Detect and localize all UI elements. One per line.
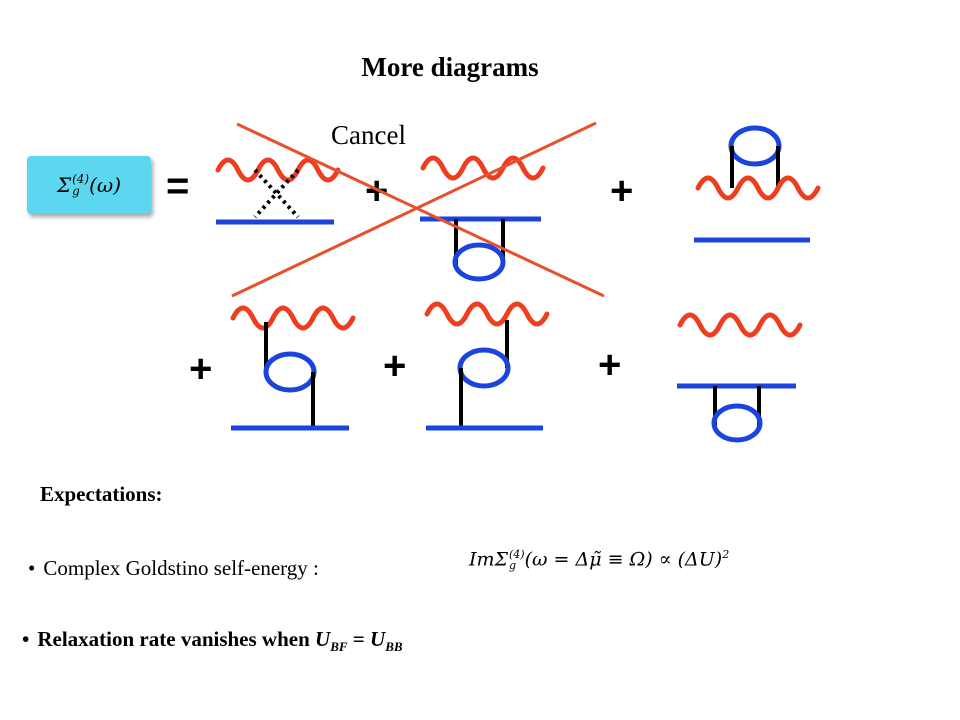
boson-wave (698, 178, 818, 198)
u-bf-subscript: BF (330, 639, 348, 655)
cross-out-line (236, 122, 605, 298)
plus-sign-4: + (383, 344, 407, 388)
formula-subscript: g (508, 559, 517, 573)
self-energy-box: Σ(4)g (ω) (27, 156, 151, 214)
plus-sign-2: + (610, 169, 634, 213)
equals-text: = (347, 627, 371, 651)
bullet-dot: • (22, 627, 30, 651)
boson-wave (680, 315, 800, 335)
u-bb-subscript: BB (385, 639, 403, 655)
formula-sigma: Σ (494, 548, 508, 571)
diagram-mixed-left (231, 308, 353, 431)
fermion-loop (457, 347, 511, 389)
plus-sign-5: + (598, 343, 622, 387)
bullet-relaxation: •Relaxation rate vanishes when UBF = UBB (22, 627, 403, 655)
diagram-bubble-below-2 (677, 315, 800, 443)
cancel-label: Cancel (331, 120, 406, 150)
diagram-exchange (216, 160, 338, 225)
u-bb-symbol: U (370, 627, 386, 651)
lhs-argument: (ω) (89, 173, 122, 197)
sigma-symbol: Σ (56, 173, 72, 197)
formula-im: Im (469, 548, 495, 571)
relaxation-text: Relaxation rate vanishes when (37, 627, 316, 651)
fermion-loop (728, 125, 782, 167)
boson-wave (427, 304, 547, 324)
expectations-heading: Expectations: (40, 482, 163, 506)
bullet-text: Complex Goldstino self-energy : (43, 556, 319, 580)
lhs-superscript: (4) (72, 172, 90, 186)
fermion-loop (711, 403, 763, 443)
self-energy-formula: ImΣ(4)g (ω = Δμ̃ ≡ Ω) ∝ (ΔU)2 (469, 548, 729, 571)
plus-sign-3: + (189, 347, 213, 391)
equals-sign: = (166, 164, 190, 208)
diagram-bubble-top (694, 125, 818, 243)
boson-wave (423, 158, 543, 178)
formula-superscript: (4) (508, 548, 525, 562)
fermion-loop (263, 351, 317, 393)
formula-power: 2 (722, 548, 730, 561)
fermion-loop (452, 242, 506, 282)
cross-out-line (231, 121, 597, 298)
formula-argument: (ω = Δμ̃ ≡ Ω) ∝ (ΔU) (524, 548, 723, 571)
slide-title: More diagrams (361, 52, 539, 82)
bullet-dot: • (28, 556, 36, 580)
u-bf-symbol: U (315, 627, 331, 651)
bullet-goldstino: • Complex Goldstino self-energy : (28, 556, 319, 581)
lhs-subscript: g (72, 184, 80, 198)
boson-wave (233, 308, 353, 328)
diagram-mixed-right (426, 304, 547, 431)
